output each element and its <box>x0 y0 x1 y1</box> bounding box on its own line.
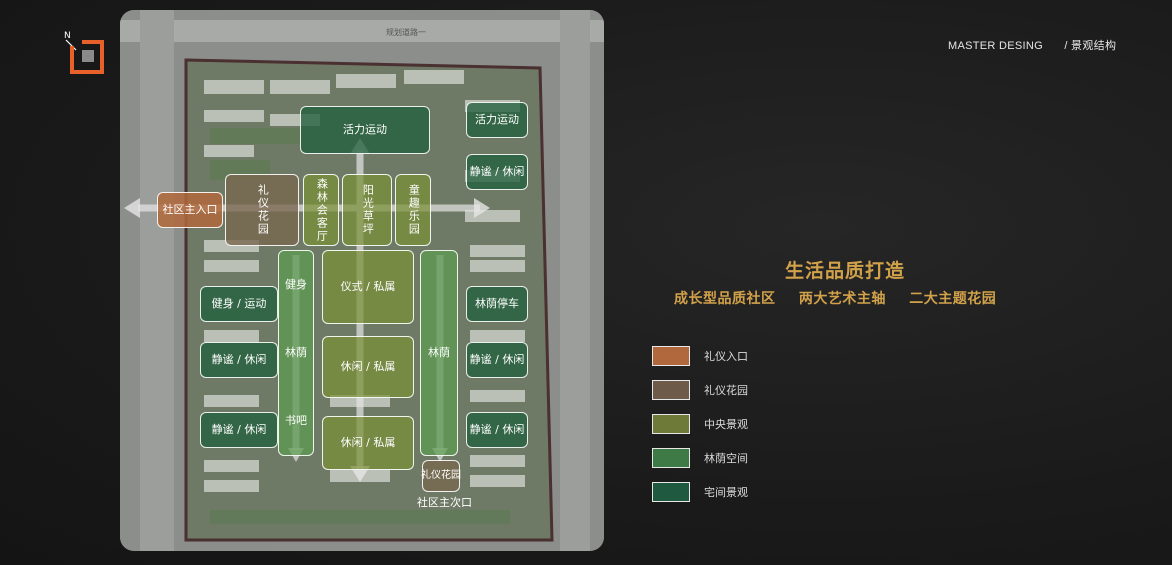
legend-label: 宅间景观 <box>704 486 748 499</box>
legend-item: 宅间景观 <box>652 482 748 502</box>
legend-label: 礼仪入口 <box>704 350 748 363</box>
legend-label: 中央景观 <box>704 418 748 431</box>
brand-logo: N <box>62 28 108 78</box>
legend-item: 礼仪花园 <box>652 380 748 400</box>
legend-swatch <box>652 448 690 468</box>
zone-right-quiet-2: 静谧 / 休闲 <box>466 342 528 378</box>
zone-right-strip: 林荫 <box>420 250 458 456</box>
zone-garden-left: 礼仪花园 <box>225 174 299 246</box>
svg-text:N: N <box>64 31 71 41</box>
zone-right-quiet-3: 静谧 / 休闲 <box>466 412 528 448</box>
legend-item: 林荫空间 <box>652 448 748 468</box>
zone-center-3: 休闲 / 私属 <box>322 416 414 470</box>
zone-left-quiet-1: 静谧 / 休闲 <box>200 342 278 378</box>
zone-right-parking: 林荫停车 <box>466 286 528 322</box>
legend: 礼仪入口 礼仪花园 中央景观 林荫空间 宅间景观 <box>652 346 748 516</box>
zone-center-2: 休闲 / 私属 <box>322 336 414 398</box>
zone-main-entrance: 社区主入口 <box>157 192 223 228</box>
zone-axis-3: 童趣乐园 <box>395 174 431 246</box>
page-title: 生活品质打造 <box>784 260 905 282</box>
subtitle-part-1: 成长型品质社区 <box>674 291 776 307</box>
legend-label: 林荫空间 <box>704 452 748 465</box>
brand-name: MASTER DESING <box>948 40 1043 52</box>
legend-swatch <box>652 346 690 366</box>
site-plan-map: 规划道路一 活力运动 活力运动 静谧 / 休闲 社区主入口 礼仪花园 森林会客厅… <box>120 10 604 551</box>
left-strip-label-2: 林荫 <box>285 345 307 359</box>
zone-right-quiet-1: 静谧 / 休闲 <box>466 154 528 190</box>
zone-left-strip: 健身 林荫 书吧 <box>278 250 314 456</box>
zone-top-center: 活力运动 <box>300 106 430 154</box>
legend-item: 礼仪入口 <box>652 346 748 366</box>
road-top-label: 规划道路一 <box>386 28 426 37</box>
zone-axis-2: 阳光草坪 <box>342 174 392 246</box>
secondary-entrance-label: 社区主次口 <box>417 496 472 509</box>
zone-left-quiet-2: 静谧 / 休闲 <box>200 412 278 448</box>
legend-swatch <box>652 380 690 400</box>
subtitle-part-3: 二大主题花园 <box>909 291 997 307</box>
subtitle-part-2: 两大艺术主轴 <box>798 291 886 307</box>
zone-garden-bottom: 礼仪花园 <box>421 460 461 492</box>
zone-top-right: 活力运动 <box>466 102 528 138</box>
legend-item: 中央景观 <box>652 414 748 434</box>
legend-swatch <box>652 482 690 502</box>
zone-axis-1: 森林会客厅 <box>303 174 339 246</box>
zone-left-sport: 健身 / 运动 <box>200 286 278 322</box>
page-header: MASTER DESING / 景观结构 <box>948 37 1116 53</box>
page-subtitle: 成长型品质社区 两大艺术主轴 二大主题花园 <box>674 288 1054 308</box>
legend-swatch <box>652 414 690 434</box>
section-name: / 景观结构 <box>1064 40 1117 52</box>
zone-center-1: 仪式 / 私属 <box>322 250 414 324</box>
left-strip-label-3: 书吧 <box>285 413 307 427</box>
left-strip-label-1: 健身 <box>285 277 307 291</box>
legend-label: 礼仪花园 <box>704 384 748 397</box>
